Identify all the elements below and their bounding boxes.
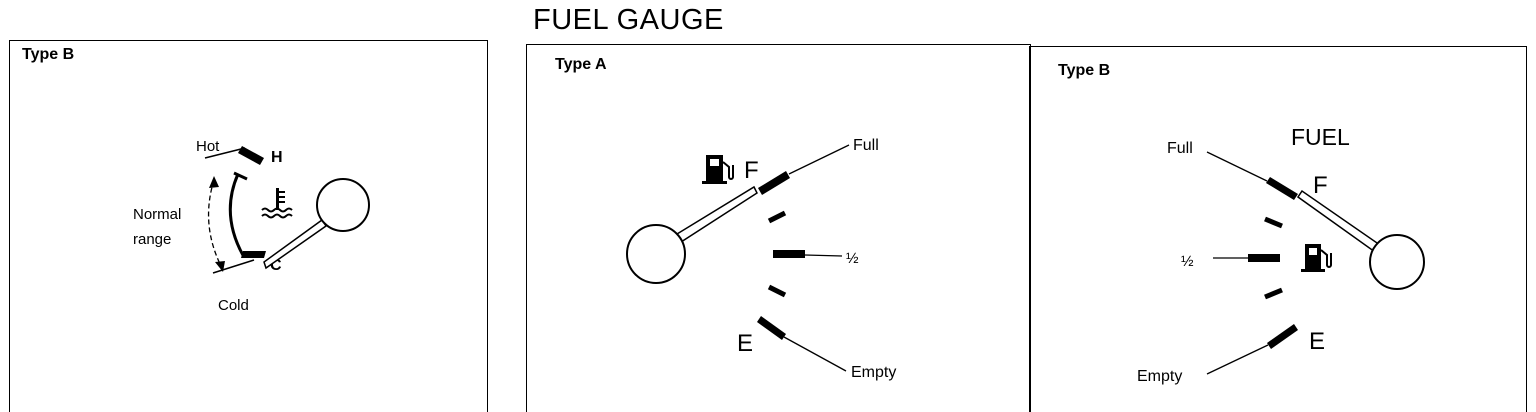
cold-pointer-line — [212, 259, 255, 274]
fuel-gauge-panel-b — [1029, 46, 1527, 412]
lower-quarter-tick-b — [1264, 287, 1283, 300]
empty-tick — [757, 316, 786, 340]
fuel-needle-a — [676, 185, 758, 244]
normal-range-arrowhead-top — [209, 176, 219, 188]
fuel-b-type-label: Type B — [1058, 62, 1111, 79]
hot-pointer-line — [204, 147, 246, 159]
fuel-needle-hub-b — [1369, 234, 1425, 290]
half-leader-line — [804, 254, 843, 257]
fuel-needle-b — [1296, 189, 1382, 254]
fuel-a-type-label: Type A — [555, 56, 607, 73]
full-leader-line-b — [1206, 151, 1268, 182]
fuel-needle-hub-a — [626, 224, 686, 284]
e-mark-b: E — [1309, 328, 1325, 355]
full-tick — [758, 171, 790, 195]
h-mark: H — [271, 149, 283, 166]
half-tick-b — [1248, 254, 1280, 262]
empty-leader-line — [783, 336, 847, 372]
half-tick — [773, 250, 805, 258]
full-label-b: Full — [1167, 140, 1193, 157]
temperature-needle-hub — [316, 178, 370, 232]
e-mark: E — [737, 330, 753, 357]
cold-label: Cold — [218, 297, 249, 314]
full-leader-line — [788, 144, 850, 175]
page-title: FUEL GAUGE — [533, 4, 724, 36]
normal-range-arrow — [207, 179, 223, 269]
fuel-label: FUEL — [1291, 124, 1350, 150]
fuel-pump-icon-b — [1301, 244, 1332, 272]
fuel-gauge-panel-a — [526, 44, 1031, 412]
normal-label-line2: range — [133, 231, 171, 248]
f-mark-b: F — [1313, 172, 1328, 199]
full-tick-b — [1266, 177, 1298, 200]
cold-tick — [241, 251, 266, 258]
empty-tick-b — [1267, 324, 1298, 349]
empty-label-b: Empty — [1137, 368, 1182, 385]
lower-quarter-tick — [767, 284, 787, 298]
normal-label-line1: Normal — [133, 206, 181, 223]
upper-quarter-tick-b — [1264, 216, 1283, 229]
temperature-scale-arc — [228, 173, 246, 258]
fuel-gauge-b: FUEL Full F ½ E Empty — [1137, 124, 1425, 385]
hot-tick — [238, 146, 264, 165]
empty-leader-line-b — [1206, 344, 1269, 375]
temperature-needle — [263, 218, 328, 270]
hot-label: Hot — [196, 138, 220, 155]
temp-gauge-panel — [9, 40, 488, 412]
full-label: Full — [853, 137, 879, 154]
fuel-gauge-a: F Full ½ E Empty — [626, 137, 896, 381]
fuel-pump-icon — [702, 155, 734, 184]
scale-top-tick — [233, 171, 248, 181]
half-label: ½ — [846, 250, 859, 267]
upper-quarter-tick — [767, 210, 787, 224]
temperature-gauge: Hot H Normal range C Cold — [133, 138, 370, 314]
empty-label: Empty — [851, 364, 896, 381]
f-mark: F — [744, 157, 759, 184]
temp-panel-type-label: Type B — [22, 46, 75, 63]
coolant-temperature-icon — [261, 188, 293, 219]
half-label-b: ½ — [1181, 253, 1194, 270]
